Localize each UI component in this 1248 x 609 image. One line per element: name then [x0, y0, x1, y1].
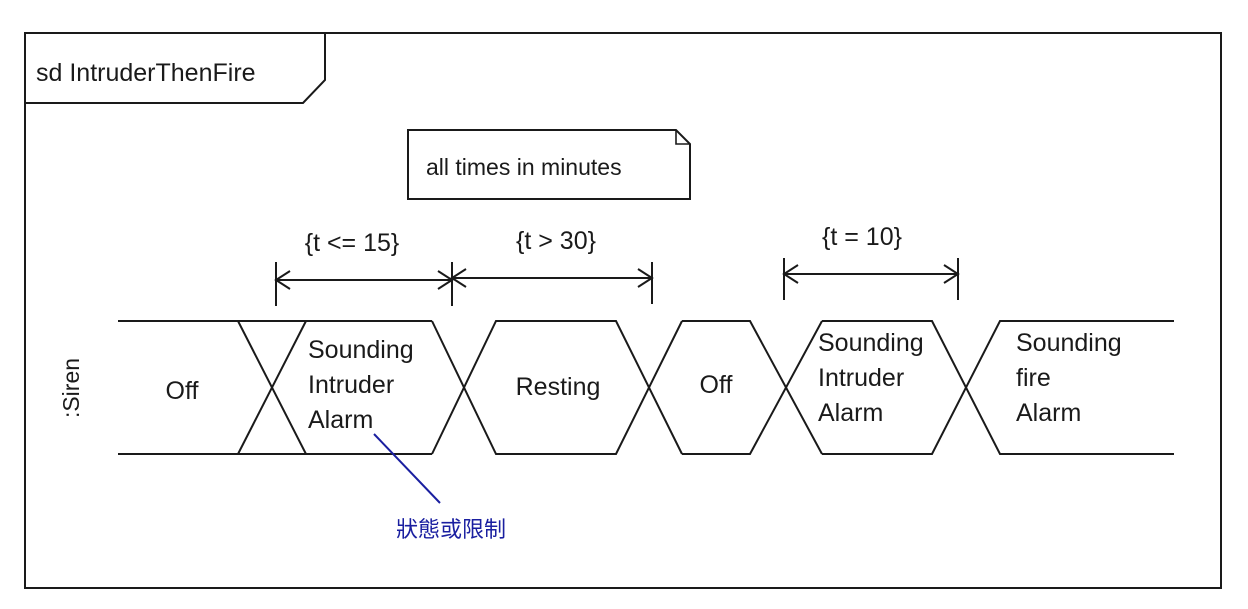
state-label-5: Sounding Intruder Alarm: [818, 329, 931, 427]
state-label-1: Off: [166, 377, 199, 405]
constraint-2: {t > 30}: [450, 227, 654, 304]
constraint-1-label: {t <= 15}: [305, 229, 400, 257]
timing-constraints: {t <= 15} {t > 30} {t = 10}: [274, 223, 960, 306]
note: all times in minutes: [407, 129, 691, 200]
note-box: [407, 129, 691, 200]
state-shape-resting-top: [431, 320, 683, 455]
state-shape-off-1: [118, 320, 308, 455]
constraint-2-label: {t > 30}: [516, 227, 596, 255]
constraint-3-label: {t = 10}: [822, 223, 902, 251]
state-shape-intruder-1-left: [237, 320, 307, 455]
state-timeline: [118, 320, 1174, 455]
state-shape-off-2-top: [682, 320, 823, 455]
state-shape-intruder-2-bottom: [822, 320, 1174, 455]
constraint-3: {t = 10}: [782, 223, 960, 300]
arrowhead-left: [274, 270, 291, 290]
state-label-3: Resting: [516, 373, 601, 401]
note-text: all times in minutes: [426, 154, 622, 180]
note-fold: [675, 130, 690, 145]
arrowhead-right: [637, 268, 654, 288]
annotation-pointer: [373, 433, 441, 504]
arrowhead-left: [782, 264, 799, 284]
state-labels: Off Sounding Intruder Alarm Resting Off …: [166, 329, 1129, 434]
state-label-2: Sounding Intruder Alarm: [308, 336, 421, 434]
state-shape-off-2-bottom: [682, 320, 823, 455]
annotation-text: 狀態或限制: [396, 518, 506, 543]
frame-title: sd IntruderThenFire: [36, 59, 256, 87]
lifeline-name: :Siren: [58, 358, 84, 418]
diagram-frame: [24, 32, 1222, 589]
arrowhead-right: [437, 270, 454, 290]
state-label-6: Sounding fire Alarm: [1016, 329, 1129, 427]
arrowhead-right: [943, 264, 960, 284]
arrowhead-left: [450, 268, 467, 288]
state-label-4: Off: [700, 371, 733, 399]
frame-title-tab: [25, 32, 326, 104]
constraint-1: {t <= 15}: [274, 229, 454, 306]
